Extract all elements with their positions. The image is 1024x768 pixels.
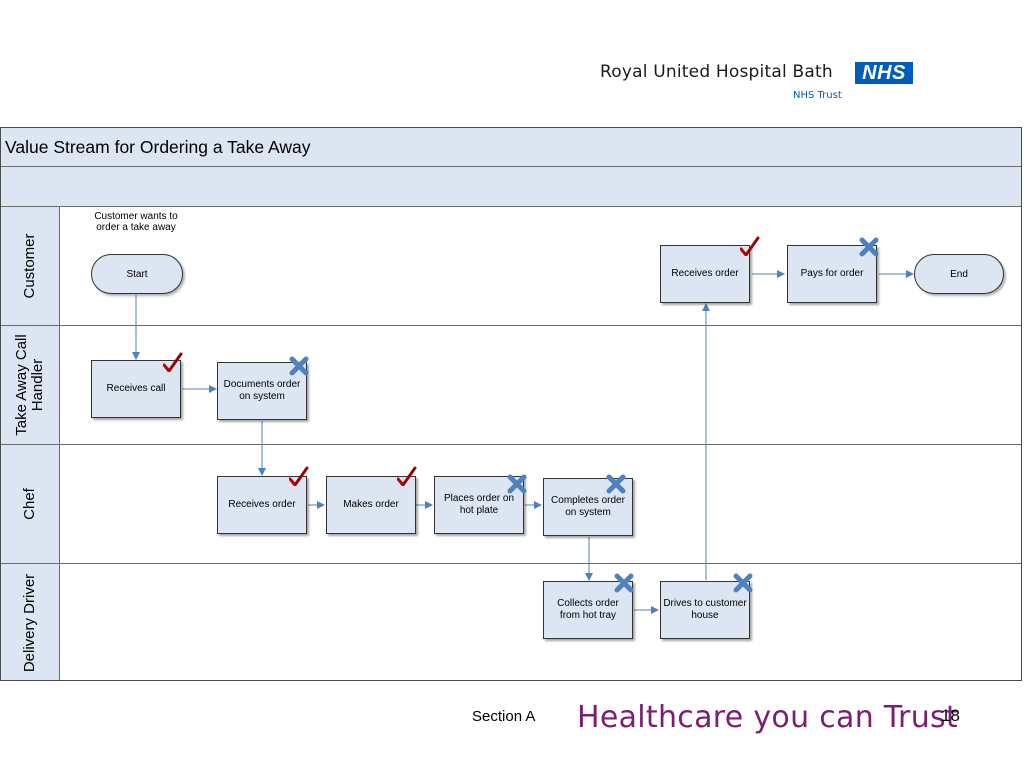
start-terminal: Start [91,254,183,294]
trust-name: Royal United Hospital Bath [600,62,833,82]
cross-icon [507,474,527,494]
slogan: Healthcare you can Trust [577,700,958,735]
cross-icon [614,573,634,593]
checkmark-icon [397,466,417,486]
lane-divider [1,563,1021,564]
lane-divider [1,206,1021,207]
cross-icon [859,237,879,257]
lane-header-call-handler: Take Away Call Handler [1,326,60,444]
step-chef-receives-order: Receives order [217,476,307,534]
nhs-logo: NHS [855,62,913,84]
customer-note: Customer wants to order a take away [94,211,178,233]
step-places-order: Places order on hot plate [434,476,524,534]
checkmark-icon [740,236,760,256]
end-terminal: End [914,254,1004,294]
lane-header-customer: Customer [1,207,60,325]
checkmark-icon [163,352,183,372]
cross-icon [606,474,626,494]
page-number: 18 [941,706,960,725]
step-drives-to-customer: Drives to customer house [660,581,750,639]
diagram-title-bar [1,128,1021,167]
lane-divider [1,325,1021,326]
cross-icon [289,356,309,376]
diagram-frame [0,127,1022,681]
lane-header-chef: Chef [1,445,60,563]
lane-header-delivery-driver: Delivery Driver [1,564,60,681]
diagram-title: Value Stream for Ordering a Take Away [5,137,311,157]
lane-divider [1,444,1021,445]
checkmark-icon [289,466,309,486]
section-label: Section A [472,708,536,725]
step-customer-receives-order: Receives order [660,245,750,303]
step-makes-order: Makes order [326,476,416,534]
trust-subtitle: NHS Trust [793,90,842,101]
cross-icon [733,573,753,593]
